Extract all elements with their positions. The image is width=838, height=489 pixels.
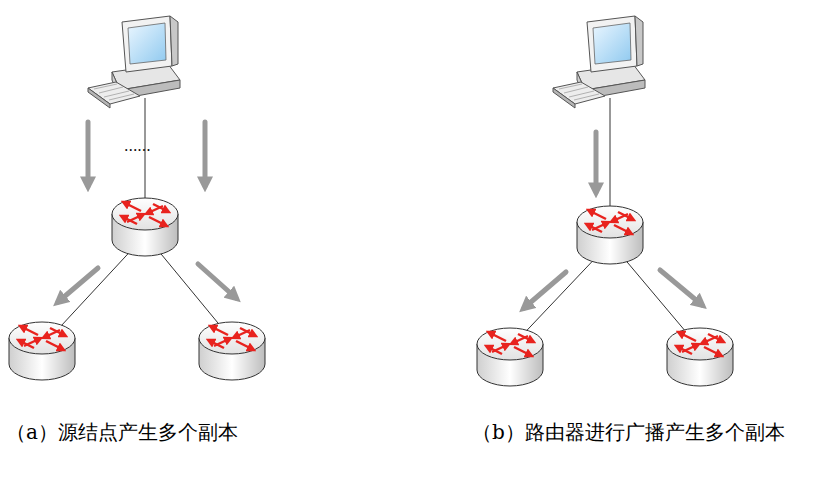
ellipsis-dots: ...... bbox=[124, 138, 151, 155]
caption-b: （b）路由器进行广播产生多个副本 bbox=[472, 420, 785, 444]
caption-a: （a）源结点产生多个副本 bbox=[6, 420, 238, 444]
